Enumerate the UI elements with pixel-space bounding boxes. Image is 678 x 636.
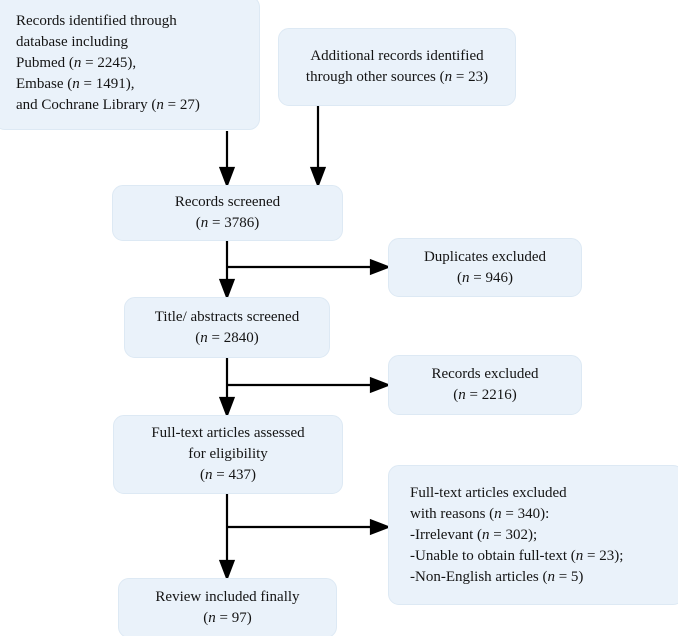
arrow-other-to-screened-head: [309, 166, 327, 189]
box-records-screened: Records screened (n = 3786): [112, 185, 343, 241]
box-title-abstracts-screened: Title/ abstracts screened (n = 2840): [124, 297, 330, 358]
box-records-identified-database: Records identified through database incl…: [0, 0, 260, 130]
box-line: Records identified through: [16, 12, 177, 29]
box-line: Duplicates excluded: [423, 248, 547, 265]
arrow-screened-to-title-head: [218, 278, 236, 301]
box-line: Full-text articles assessed: [151, 425, 305, 441]
arrow-screened-to-duplicates-head: [369, 258, 392, 276]
box-line: Review included finally: [155, 589, 300, 605]
box-line: (n = 946): [457, 269, 513, 286]
box-records-excluded: Records excluded (n = 2216): [388, 355, 582, 415]
box-line: Embase (n = 1491),: [16, 75, 135, 92]
box-line: Additional records identified: [310, 48, 484, 64]
arrow-fulltext-to-excluded-head: [369, 518, 392, 536]
arrow-title-to-records-excluded-head: [369, 376, 392, 394]
box-line: Records screened: [174, 194, 281, 210]
arrow-title-to-fulltext-head: [218, 396, 236, 419]
box-additional-records-other-sources: Additional records identified through ot…: [278, 28, 516, 106]
box-line: Pubmed (n = 2245),: [16, 54, 137, 71]
box-line: (n = 97): [203, 610, 252, 626]
box-review-included-finally: Review included finally (n = 97): [118, 578, 337, 636]
box-line: (n = 2840): [195, 329, 259, 346]
box-line: database including: [16, 33, 129, 50]
box-line: (n = 437): [200, 467, 256, 483]
arrow-database-to-screened-head: [218, 166, 236, 189]
box-duplicates-excluded: Duplicates excluded (n = 946): [388, 238, 582, 297]
box-line: for eligibility: [188, 446, 268, 462]
box-line: Title/ abstracts screened: [154, 308, 300, 325]
box-line: (n = 2216): [453, 387, 517, 403]
arrow-fulltext-to-review-head: [218, 559, 236, 582]
box-line: Full-text articles excluded: [410, 484, 567, 501]
box-line: -Non-English articles (n = 5): [410, 568, 584, 585]
box-line: Records excluded: [431, 366, 539, 382]
box-full-text-articles-assessed: Full-text articles assessed for eligibil…: [113, 415, 343, 494]
box-full-text-articles-excluded: Full-text articles excluded with reasons…: [388, 465, 678, 605]
box-line: -Irrelevant (n = 302);: [410, 526, 538, 543]
box-line: with reasons (n = 340):: [410, 505, 550, 522]
box-line: -Unable to obtain full-text (n = 23);: [410, 547, 624, 564]
box-line: (n = 3786): [195, 215, 260, 231]
box-line: through other sources (n = 23): [305, 69, 489, 85]
box-line: and Cochrane Library (n = 27): [16, 96, 200, 113]
